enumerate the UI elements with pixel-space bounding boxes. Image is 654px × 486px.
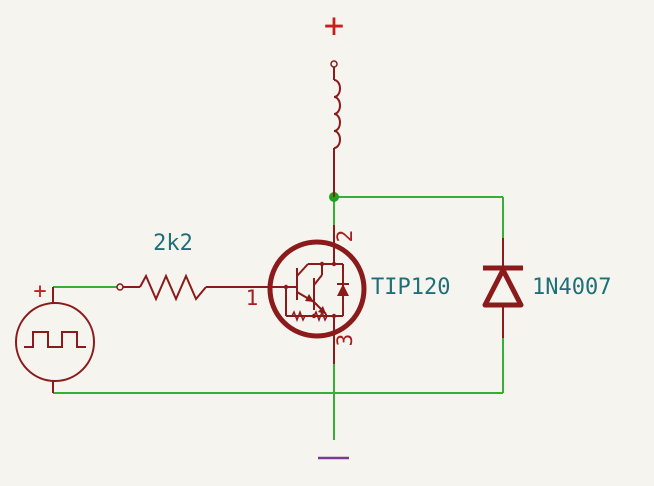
transistor (267, 225, 367, 364)
source-square-wave-icon (24, 331, 86, 348)
vcc-plus: + (324, 6, 344, 46)
wires (52, 196, 504, 440)
source-plus-label: + (33, 279, 46, 304)
darlington-q1-arrow (305, 294, 314, 302)
pin-collector-number: 2 (333, 230, 357, 243)
darlington-q2-arrow (318, 306, 326, 314)
resistor (116, 273, 270, 302)
pin-base-number: 1 (246, 286, 259, 310)
inductor-coil (333, 79, 341, 149)
vcc-pin-circle (330, 60, 338, 68)
darlington-node-1 (283, 284, 289, 290)
source-body-circle (15, 302, 95, 382)
diode-triangle (482, 267, 524, 308)
resistor-value-label: 2k2 (153, 231, 193, 256)
darlington-q1-collector (296, 263, 309, 277)
darlington-q2-collector (313, 274, 323, 286)
diode-part-label: 1N4007 (532, 275, 611, 300)
transistor-part-label: TIP120 (371, 275, 450, 300)
inductor (333, 67, 341, 197)
darlington-node-2 (311, 313, 317, 319)
darlington-node-4 (331, 261, 337, 267)
darlington-bias-resistor-1 (291, 309, 306, 323)
darlington-bias-resistor-2 (313, 309, 328, 323)
transistor-body-circle (267, 239, 367, 339)
diode (482, 238, 524, 338)
darlington-node-5 (331, 313, 337, 319)
darlington-node-3 (319, 261, 325, 267)
pin-emitter-number: 3 (333, 334, 357, 347)
darlington-diode-triangle (337, 284, 349, 296)
resistor-zigzag (139, 273, 207, 302)
resistor-pin-circle (116, 283, 124, 291)
vcc-power-symbol: + (324, 6, 344, 68)
pulse-source (15, 287, 95, 393)
